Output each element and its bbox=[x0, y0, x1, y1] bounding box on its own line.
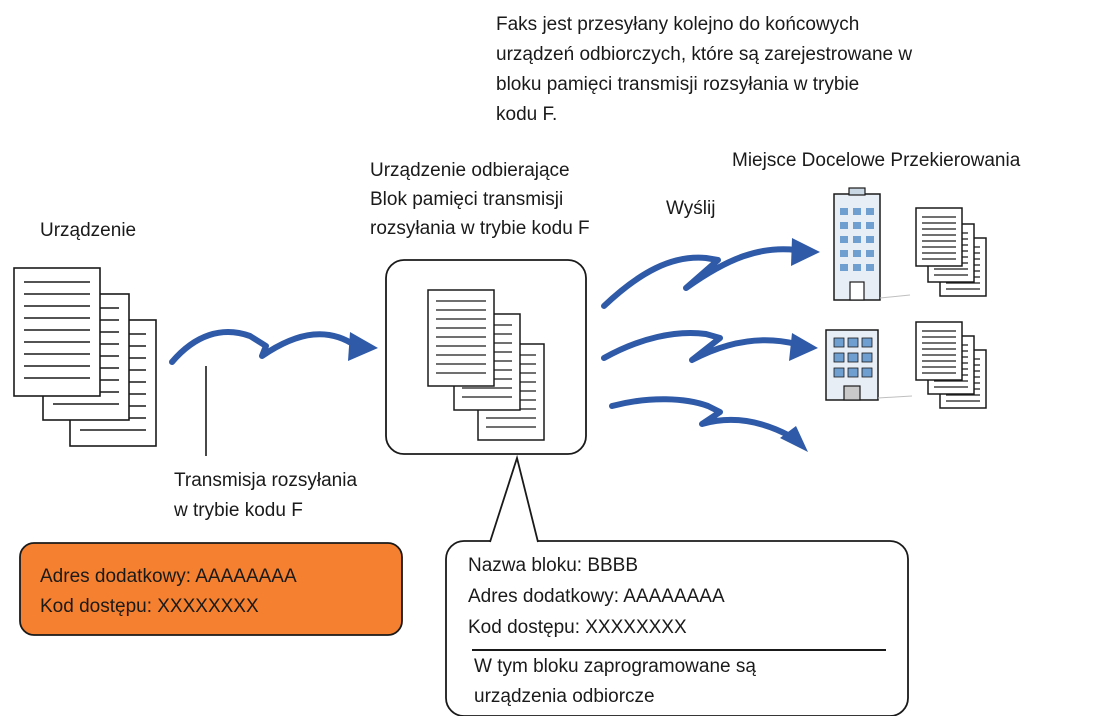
block-callout-line: Nazwa bloku: BBBB bbox=[468, 555, 639, 576]
receiving-label-line: Blok pamięci transmisji bbox=[370, 189, 564, 210]
block-callout-line: Kod dostępu: XXXXXXXX bbox=[468, 617, 687, 638]
block-callout-text: Nazwa bloku: BBBB Adres dodatkowy: AAAAA… bbox=[468, 550, 725, 643]
description-line: kodu F. bbox=[496, 104, 558, 125]
broadcast-label: Transmisja rozsyłania w trybie kodu F bbox=[174, 466, 357, 526]
receiving-label-line: Urządzenie odbierające bbox=[370, 160, 570, 181]
send-label: Wyślij bbox=[666, 198, 716, 219]
sender-info-box bbox=[19, 542, 403, 636]
send-arrow-1 bbox=[601, 238, 820, 309]
block-callout-note: W tym bloku zaprogramowane są urządzenia… bbox=[474, 652, 756, 712]
description-line: bloku pamięci transmisji rozsyłania w tr… bbox=[496, 74, 860, 95]
description-line: urządzeń odbiorczych, które są zarejestr… bbox=[496, 44, 913, 65]
broadcast-label-line: Transmisja rozsyłania bbox=[174, 470, 358, 491]
destination-document-stack-2 bbox=[915, 321, 987, 409]
block-note-line: W tym bloku zaprogramowane są bbox=[474, 656, 756, 677]
source-document-stack bbox=[13, 267, 157, 447]
destinations-label: Miejsce Docelowe Przekierowania bbox=[732, 150, 1021, 171]
send-arrow-2 bbox=[601, 330, 818, 363]
block-callout-shape bbox=[445, 454, 909, 716]
receiving-device-label: Urządzenie odbierające Blok pamięci tran… bbox=[370, 156, 590, 243]
sender-info-line: Adres dodatkowy: AAAAAAAA bbox=[40, 566, 297, 587]
destination-document-stack-1 bbox=[915, 207, 987, 297]
block-document-stack bbox=[427, 289, 545, 441]
transmission-arrow bbox=[169, 329, 378, 365]
small-building-icon bbox=[825, 329, 913, 401]
office-building-icon bbox=[833, 187, 911, 301]
send-arrow-3 bbox=[609, 396, 808, 452]
block-note-line: urządzenia odbiorcze bbox=[474, 686, 655, 707]
sender-info-line: Kod dostępu: XXXXXXXX bbox=[40, 596, 259, 617]
description-line: Faks jest przesyłany kolejno do końcowyc… bbox=[496, 14, 860, 35]
receiving-label-line: rozsyłania w trybie kodu F bbox=[370, 218, 590, 239]
source-device-label: Urządzenie bbox=[40, 220, 137, 241]
sender-info-text: Adres dodatkowy: AAAAAAAA Kod dostępu: X… bbox=[40, 562, 297, 622]
broadcast-label-line: w trybie kodu F bbox=[174, 500, 303, 521]
description-text: Faks jest przesyłany kolejno do końcowyc… bbox=[496, 10, 912, 130]
block-callout-line: Adres dodatkowy: AAAAAAAA bbox=[468, 586, 725, 607]
